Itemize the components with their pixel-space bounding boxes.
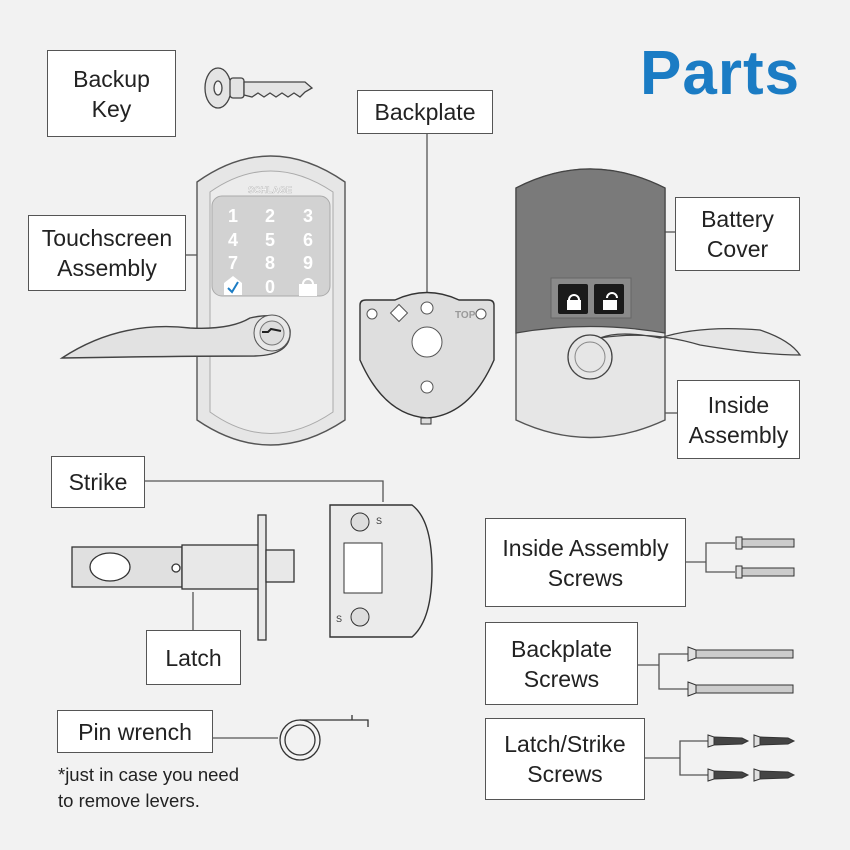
keypad-key: 9: [303, 253, 313, 273]
keypad-key: 3: [303, 206, 313, 226]
keypad-key: 8: [265, 253, 275, 273]
backup-key-icon: [204, 67, 314, 109]
label-inside-assembly-screws: Inside Assembly Screws: [485, 518, 686, 607]
label-pin-wrench: Pin wrench: [57, 710, 213, 753]
top-marking: TOP: [455, 310, 476, 321]
page-title: Parts: [640, 39, 801, 108]
pin-wrench-icon: [279, 715, 369, 761]
inside-assembly-screw-icon: [735, 536, 795, 550]
lock-x-icon: [299, 278, 317, 296]
latch-strike-screw-icon: [753, 768, 796, 782]
keypad-key: 1: [228, 206, 238, 226]
strike-mark: S: [336, 614, 342, 624]
backplate-illustration: TOP: [359, 291, 495, 425]
backplate-screw-icon: [687, 646, 794, 662]
lock-button-icon: [558, 284, 588, 314]
latch-illustration: [71, 514, 295, 641]
latch-strike-screw-icon: [707, 768, 750, 782]
label-touchscreen-assembly: Touchscreen Assembly: [28, 215, 186, 291]
keypad-key: 0: [265, 277, 275, 297]
brand-logo: SCHLAGE: [248, 185, 292, 195]
inside-assembly-screw-icon: [735, 565, 795, 579]
label-backplate-screws: Backplate Screws: [485, 622, 638, 705]
touchscreen-assembly-illustration: SCHLAGE 1 2 3 4 5 6 7 8 9 0: [59, 155, 346, 446]
footnote: *just in case you need to remove levers.: [58, 764, 240, 811]
keypad-key: 6: [303, 230, 313, 250]
strike-mark: S: [376, 516, 382, 526]
label-latch: Latch: [146, 630, 241, 685]
label-inside-assembly: Inside Assembly: [677, 380, 800, 459]
label-backup-key: Backup Key: [47, 50, 176, 137]
keypad-key: 2: [265, 206, 275, 226]
label-battery-cover: Battery Cover: [675, 197, 800, 271]
keyway-icon: [262, 327, 282, 333]
leader-lines: [144, 133, 735, 776]
latch-strike-screws-leader: [679, 740, 708, 776]
backplate-screw-icon: [687, 681, 794, 697]
home-check-icon: [224, 276, 242, 295]
inside-assembly-illustration: [515, 168, 802, 439]
unlock-button-icon: [594, 284, 624, 314]
backplate-screws-leader: [658, 653, 688, 690]
label-backplate: Backplate: [357, 90, 493, 134]
strike-illustration: S S: [329, 504, 433, 638]
latch-strike-screw-icon: [707, 734, 750, 748]
inside-screws-leader: [705, 542, 735, 573]
strike-leader: [144, 480, 384, 502]
keypad-key: 5: [265, 230, 275, 250]
label-strike: Strike: [51, 456, 145, 508]
keypad-key: 7: [228, 253, 238, 273]
keypad-key: 4: [228, 230, 238, 250]
latch-strike-screw-icon: [753, 734, 796, 748]
label-latch-strike-screws: Latch/Strike Screws: [485, 718, 645, 800]
